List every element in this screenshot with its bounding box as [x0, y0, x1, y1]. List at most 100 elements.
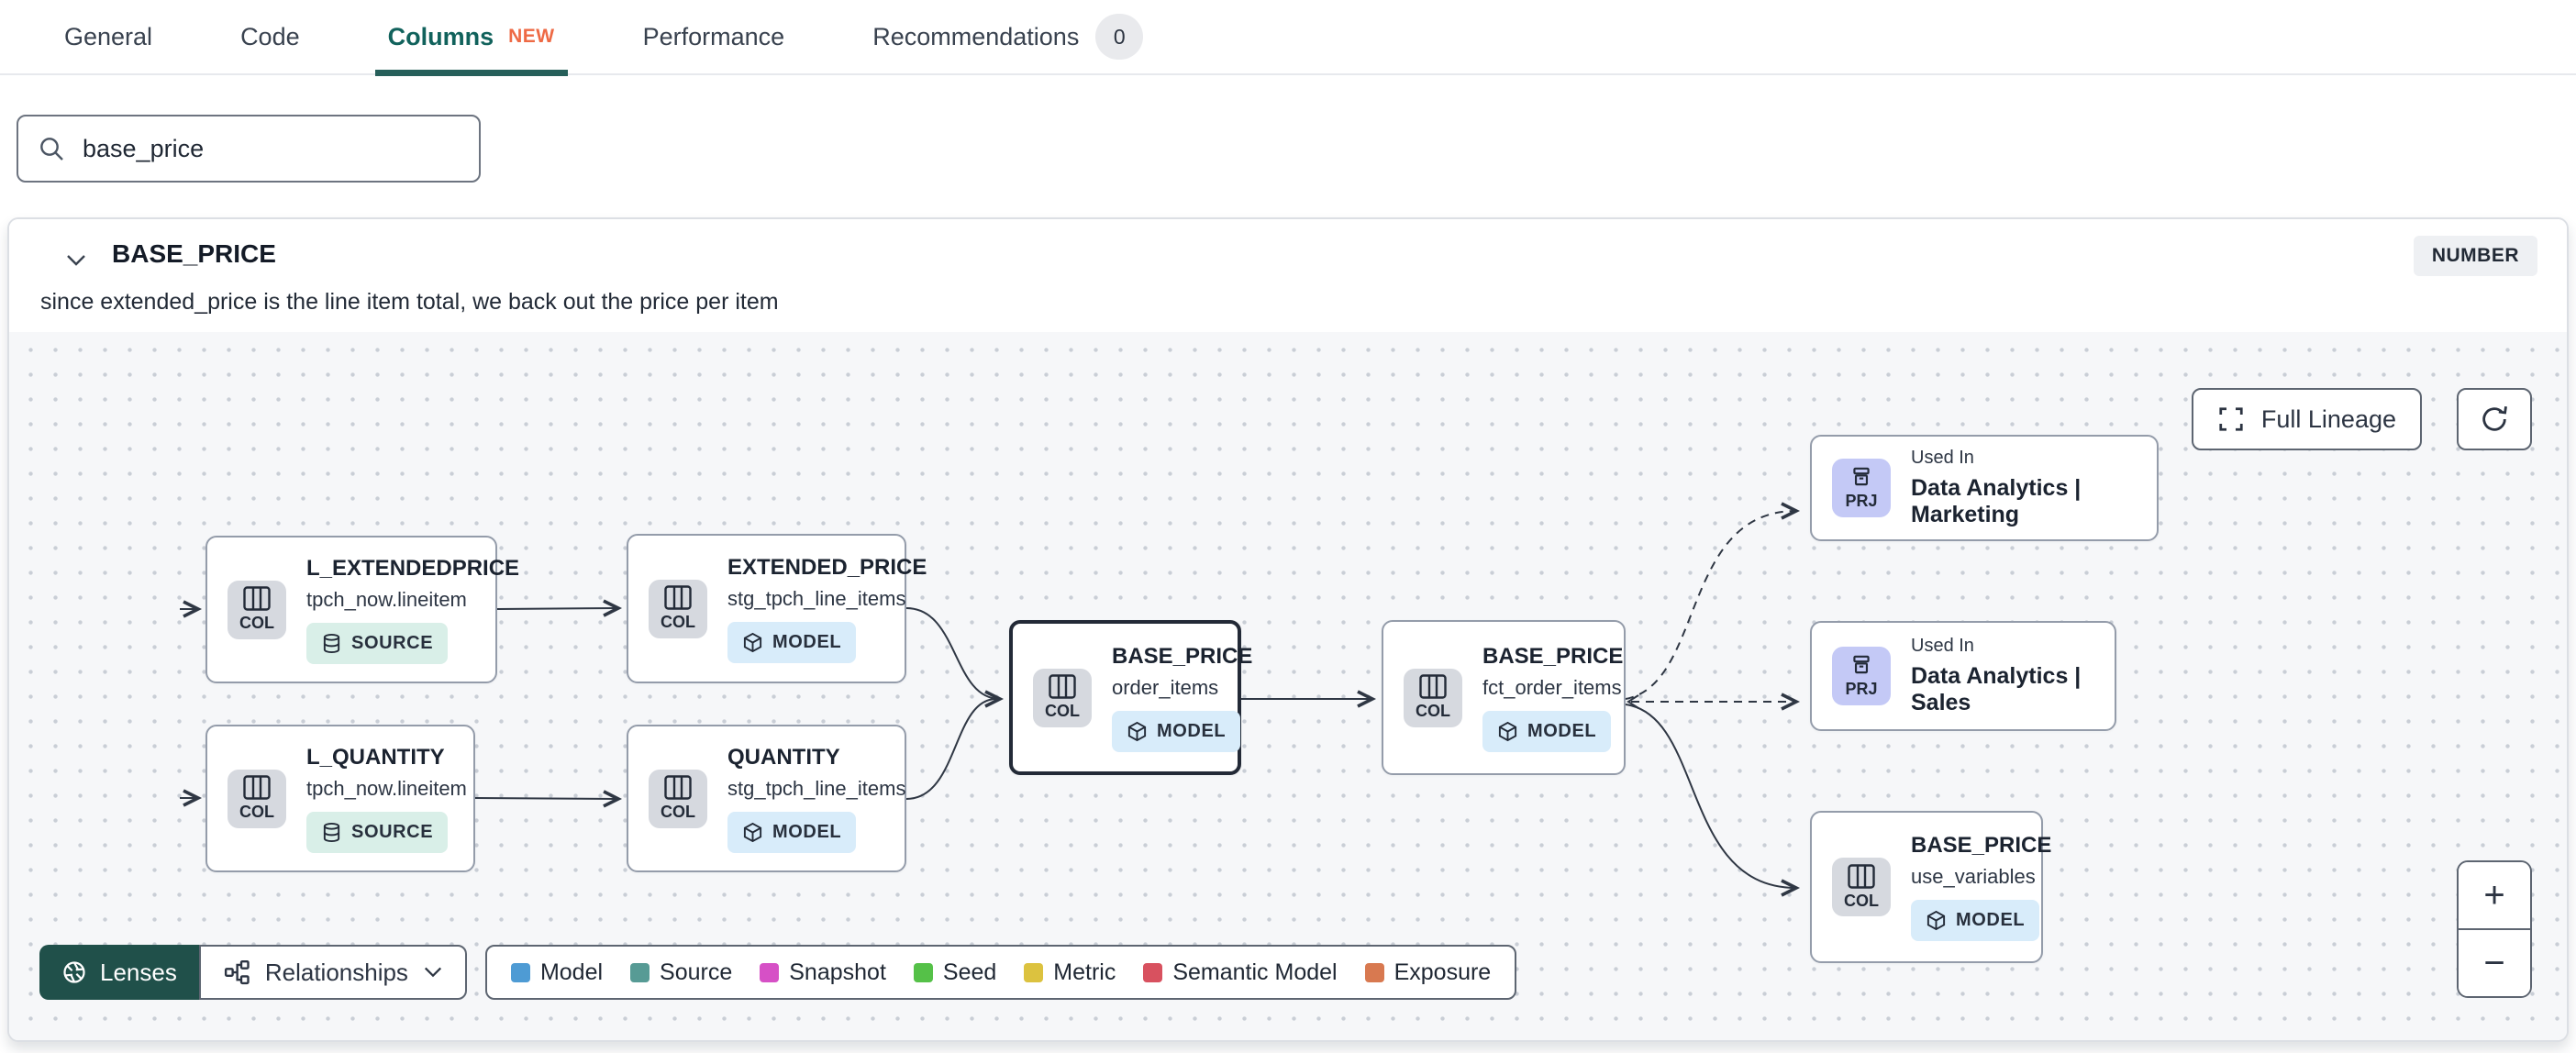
col-badge: COL	[228, 769, 286, 828]
tab-label: Recommendations	[872, 22, 1080, 50]
columns-icon	[664, 775, 692, 800]
database-icon	[323, 633, 340, 653]
refresh-button[interactable]	[2457, 388, 2532, 450]
columns-icon	[1049, 674, 1076, 699]
cube-icon	[1926, 910, 1946, 931]
node-title: BASE_PRICE	[1911, 833, 2052, 858]
zoom-controls: + −	[2457, 860, 2532, 998]
tab-general[interactable]: General	[64, 0, 152, 74]
lineage-node-extended-price[interactable]: COL EXTENDED_PRICE stg_tpch_line_items M…	[627, 534, 927, 683]
node-subtitle: fct_order_items	[1482, 675, 1622, 699]
tab-label: Code	[240, 22, 300, 50]
column-panel-header: BASE_PRICE NUMBER since extended_price i…	[9, 219, 2567, 332]
tab-code[interactable]: Code	[240, 0, 300, 74]
legend-swatch	[510, 962, 530, 982]
model-badge: MODEL	[1911, 900, 2040, 941]
recommendations-count-badge: 0	[1095, 14, 1144, 60]
col-badge: COL	[1033, 668, 1092, 727]
prj-badge: PRJ	[1832, 459, 1891, 517]
lineage-node-l-quantity[interactable]: COL L_QUANTITY tpch_now.lineitem SOURCE	[205, 725, 475, 872]
canvas-bottom-bar: Lenses Relationships Model Source Snapsh…	[39, 945, 1517, 1000]
node-subtitle: order_items	[1112, 675, 1219, 699]
legend-item-model: Model	[510, 959, 603, 986]
col-badge: COL	[228, 580, 286, 639]
model-badge: MODEL	[727, 811, 857, 853]
cube-icon	[743, 822, 762, 842]
node-title: EXTENDED_PRICE	[727, 554, 927, 580]
lenses-button[interactable]: Lenses	[39, 945, 199, 1000]
legend-swatch	[1364, 962, 1384, 982]
tab-bar: General Code Columns NEW Performance Rec…	[0, 0, 2576, 76]
zoom-in-button[interactable]: +	[2459, 862, 2530, 930]
legend-item-seed: Seed	[913, 959, 996, 986]
col-badge: COL	[649, 579, 707, 638]
kind-label: PRJ	[1845, 492, 1878, 510]
zoom-out-button[interactable]: −	[2459, 930, 2530, 996]
kind-label: COL	[661, 613, 695, 631]
legend-swatch	[913, 962, 933, 982]
node-title: BASE_PRICE	[1482, 643, 1624, 669]
column-description: since extended_price is the line item to…	[40, 289, 779, 315]
col-badge: COL	[649, 769, 707, 828]
node-subtitle: tpch_now.lineitem	[306, 776, 467, 800]
lineage-node-base-price-fct-order-items[interactable]: COL BASE_PRICE fct_order_items MODEL	[1382, 620, 1626, 775]
search-icon	[37, 134, 66, 163]
kind-label: COL	[1844, 891, 1879, 910]
node-title: QUANTITY	[727, 744, 840, 770]
column-name: BASE_PRICE	[112, 239, 276, 268]
kind-label: PRJ	[1845, 680, 1878, 698]
expand-icon	[2219, 407, 2243, 431]
search-input[interactable]	[83, 134, 461, 163]
source-badge: SOURCE	[306, 811, 449, 853]
column-panel: BASE_PRICE NUMBER since extended_price i…	[7, 217, 2569, 1042]
refresh-icon	[2482, 406, 2507, 431]
lineage-node-base-price-use-variables[interactable]: COL BASE_PRICE use_variables MODEL	[1810, 811, 2051, 963]
legend-swatch	[760, 962, 780, 982]
columns-icon	[1419, 674, 1447, 699]
lineage-node-l-extendedprice[interactable]: COL L_EXTENDEDPRICE tpch_now.lineitem SO…	[205, 536, 519, 683]
legend-item-exposure: Exposure	[1364, 959, 1491, 986]
columns-icon	[243, 775, 271, 800]
tab-columns[interactable]: Columns NEW	[374, 0, 568, 76]
legend-item-metric: Metric	[1024, 959, 1116, 986]
tab-recommendations[interactable]: Recommendations 0	[872, 0, 1144, 74]
legend-swatch	[1024, 962, 1044, 982]
data-type-badge: NUMBER	[2413, 236, 2537, 276]
tab-label: Performance	[642, 22, 785, 50]
model-badge: MODEL	[1112, 710, 1241, 752]
columns-icon	[664, 585, 692, 610]
node-title: BASE_PRICE	[1112, 643, 1253, 669]
kind-label: COL	[661, 803, 695, 821]
legend-item-source: Source	[630, 959, 732, 986]
cube-icon	[1127, 721, 1147, 741]
full-lineage-button[interactable]: Full Lineage	[2191, 388, 2422, 450]
new-badge: NEW	[508, 26, 555, 47]
lineage-node-quantity[interactable]: COL QUANTITY stg_tpch_line_items MODEL	[627, 725, 906, 872]
database-icon	[323, 822, 340, 842]
legend-item-semantic-model: Semantic Model	[1143, 959, 1338, 986]
relationships-dropdown[interactable]: Relationships	[198, 945, 467, 1000]
legend-swatch	[1143, 962, 1163, 982]
chevron-down-icon[interactable]	[62, 247, 90, 274]
prj-badge: PRJ	[1832, 647, 1891, 705]
cube-icon	[1498, 721, 1517, 741]
node-title: Data Analytics | Sales	[1911, 663, 2082, 715]
lineage-canvas[interactable]: COL L_EXTENDEDPRICE tpch_now.lineitem SO…	[9, 332, 2567, 1040]
tab-performance[interactable]: Performance	[643, 0, 785, 74]
lineage-node-base-price-order-items[interactable]: COL BASE_PRICE order_items MODEL	[1009, 620, 1252, 775]
node-subtitle: stg_tpch_line_items	[727, 586, 906, 610]
chevron-down-icon	[424, 967, 441, 978]
cube-icon	[743, 632, 762, 652]
kind-label: COL	[1416, 702, 1450, 720]
kind-label: COL	[239, 614, 274, 632]
used-in-label: Used In	[1911, 636, 1974, 656]
lineage-node-used-in-sales[interactable]: PRJ Used In Data Analytics | Sales	[1810, 621, 2116, 731]
model-badge: MODEL	[1482, 710, 1612, 752]
graph-icon	[224, 959, 250, 985]
columns-icon	[1848, 863, 1875, 889]
tab-label: Columns	[387, 22, 494, 50]
node-subtitle: use_variables	[1911, 865, 2036, 888]
lineage-node-used-in-marketing[interactable]: PRJ Used In Data Analytics | Marketing	[1810, 435, 2159, 541]
model-badge: MODEL	[727, 621, 857, 663]
column-search[interactable]	[17, 115, 481, 183]
